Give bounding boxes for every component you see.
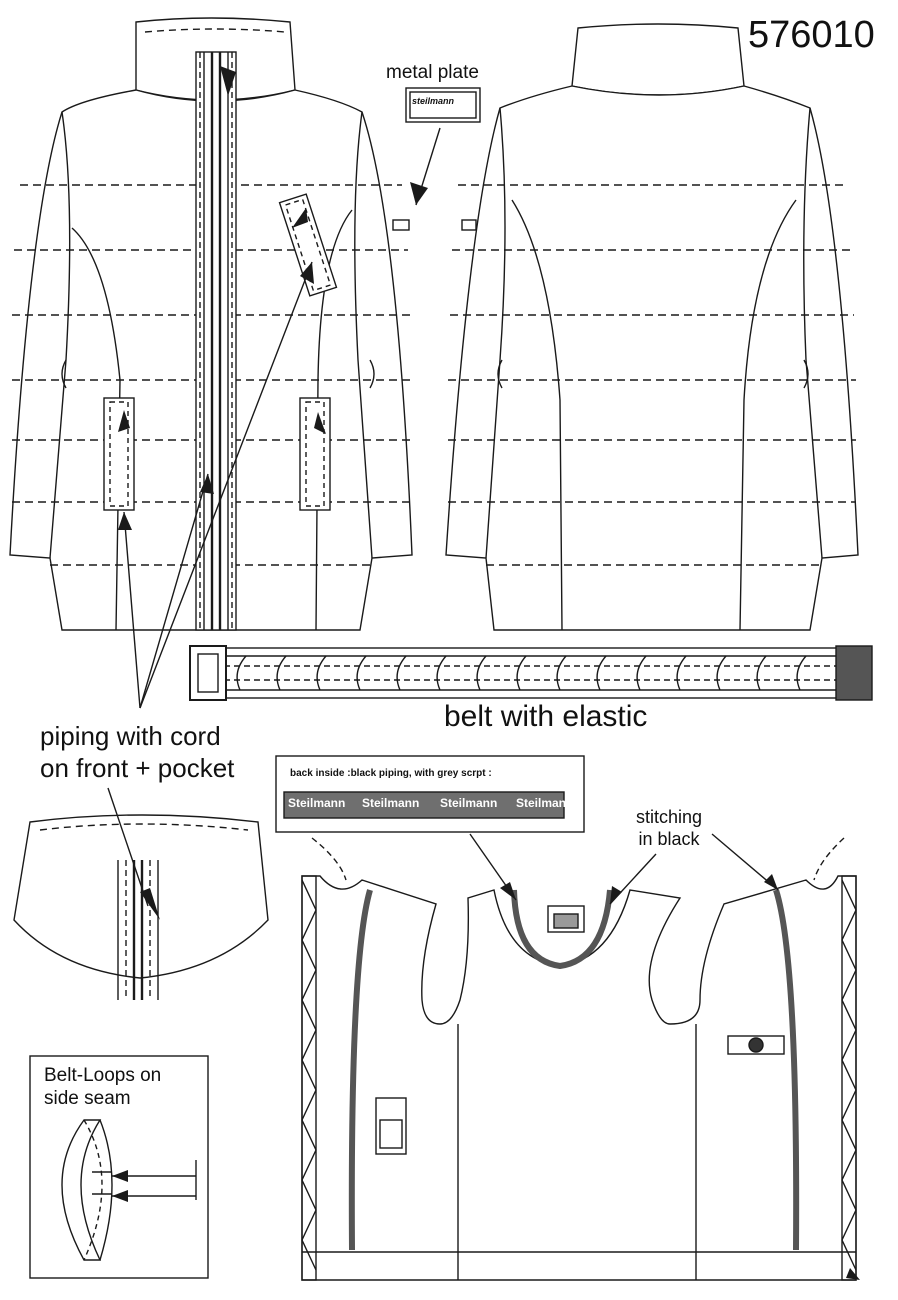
- piping-label-line2: on front + pocket: [40, 753, 235, 783]
- stitching-label-line2: in black: [638, 829, 700, 849]
- stitching-label: stitching in black: [636, 806, 702, 850]
- tape-word: Steilmann: [362, 796, 420, 810]
- piping-label: piping with cord on front + pocket: [40, 720, 234, 784]
- belt-loops-label: Belt-Loops on side seam: [44, 1064, 161, 1110]
- style-number: 576010: [748, 14, 875, 56]
- collar-detail: [13, 814, 269, 1000]
- metal-plate-box: [405, 87, 481, 123]
- belt-label: belt with elastic: [444, 700, 648, 733]
- plate-logo-text: steilmann: [412, 96, 455, 106]
- belt-drawing: [189, 645, 873, 701]
- inside-view: [301, 837, 857, 1281]
- belt-loops-label-line1: Belt-Loops on: [44, 1065, 162, 1086]
- tape-word: Steilmann: [288, 796, 346, 810]
- stitching-label-line1: stitching: [636, 807, 703, 827]
- inside-note-label: back inside :black piping, with grey scr…: [290, 768, 492, 779]
- leader-lines: [107, 261, 779, 907]
- jacket-front-view: [9, 17, 413, 631]
- tape-word: Steilmann: [440, 796, 498, 810]
- belt-loops-label-line2: side seam: [44, 1088, 131, 1109]
- belt-loops-detail: [29, 1055, 209, 1279]
- metal-plate-label: metal plate: [386, 62, 479, 83]
- jacket-back-view: [445, 23, 859, 631]
- tape-word: Steilmann: [516, 796, 574, 810]
- piping-label-line1: piping with cord: [40, 721, 221, 751]
- arrow-heads: [112, 66, 860, 1280]
